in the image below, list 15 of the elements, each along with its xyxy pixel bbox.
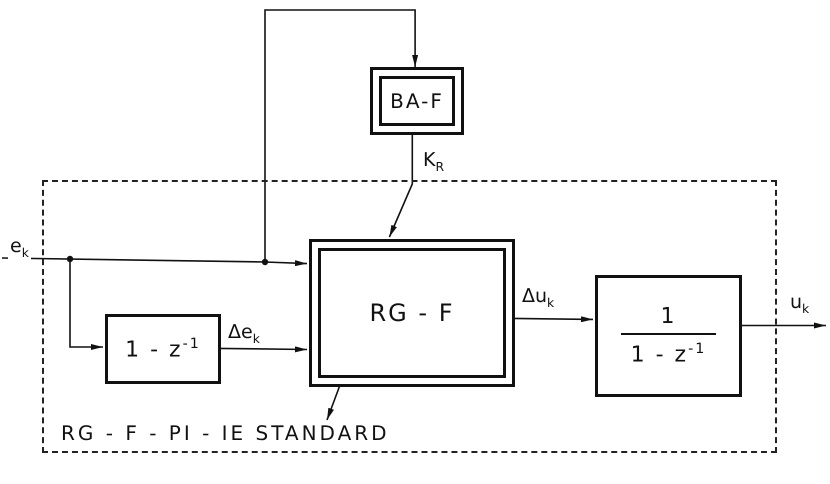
controller-block (309, 239, 515, 387)
block-label: 1 - z$^{-1}$ (125, 336, 201, 362)
dashed-group-frame (42, 180, 777, 453)
numerator: 1 (660, 304, 676, 332)
function-block (370, 67, 464, 135)
function-block (105, 314, 221, 384)
arrow (69, 259, 103, 350)
arrow (326, 384, 341, 420)
denominator: 1 - z$^{-1}$ (620, 333, 716, 368)
block-label: RG - F (370, 299, 454, 327)
arrow (264, 9, 418, 262)
transfer-function-block (595, 275, 742, 397)
arrow (388, 135, 414, 238)
arrow (740, 322, 826, 328)
block-label: BA-F (390, 89, 444, 113)
